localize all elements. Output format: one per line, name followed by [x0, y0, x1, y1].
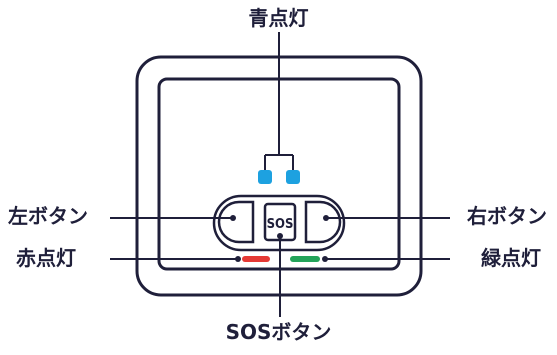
blue-led-right: [286, 170, 300, 184]
sos-button-dot: [277, 233, 283, 239]
red-lamp-label: 赤点灯: [16, 246, 76, 270]
right-button-dot: [323, 215, 329, 221]
left-button-dot: [230, 215, 236, 221]
blue-lamp-label: 青点灯: [248, 6, 309, 30]
left-button[interactable]: [217, 200, 255, 244]
sos-button-callout-label: SOSボタン: [225, 320, 332, 344]
green-lamp-dot: [322, 256, 328, 262]
green-lamp-label: 緑点灯: [481, 246, 541, 270]
green-lamp-bar: [290, 256, 320, 262]
left-button-label: 左ボタン: [8, 204, 88, 228]
right-button[interactable]: [304, 200, 342, 244]
sos-button-label: SOS: [267, 217, 294, 232]
right-button-label: 右ボタン: [467, 204, 547, 228]
red-lamp-dot: [235, 256, 241, 262]
red-lamp-bar: [242, 256, 270, 262]
blue-lamp-leader: [264, 32, 294, 170]
blue-led-left: [258, 170, 272, 184]
